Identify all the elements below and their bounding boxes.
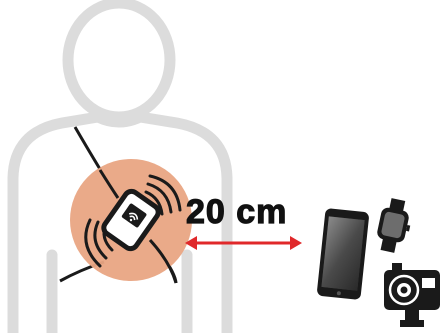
distance-label: 20 cm [186, 193, 287, 231]
smartwatch-icon [374, 197, 415, 255]
smartphone-icon [317, 208, 370, 300]
action-camera-icon [384, 263, 440, 327]
person-head [68, 3, 170, 117]
distance-arrow [185, 236, 302, 250]
